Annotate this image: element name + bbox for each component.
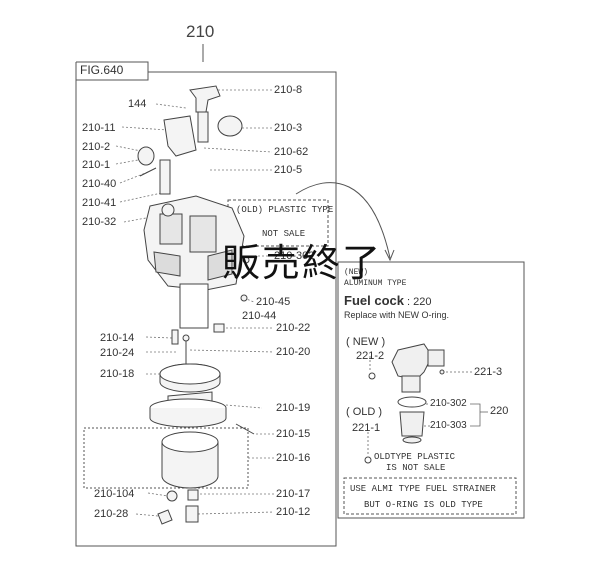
strainer-note-box: [343, 477, 517, 515]
strainer-note-2: BUT O-RING IS OLD TYPE: [364, 500, 483, 510]
label-221-3: 221-3: [474, 366, 503, 378]
fuel-cock-heading: Fuel cock : 220: [344, 293, 432, 308]
label-221-2: 221-2: [356, 350, 385, 362]
old-part-tag: ( OLD ): [346, 406, 383, 418]
label-210-20: 210-20: [276, 346, 311, 358]
aluminum-type-text: ALUMINUM TYPE: [344, 279, 407, 288]
label-210-5: 210-5: [274, 164, 303, 176]
label-210-22: 210-22: [276, 322, 311, 334]
throttle-lever: [189, 85, 221, 113]
label-210-11: 210-11: [82, 122, 116, 134]
label-210-3: 210-3: [274, 122, 303, 134]
label-210-44: 210-44: [242, 310, 277, 322]
label-210-2: 210-2: [82, 141, 111, 153]
label-210-104: 210-104: [94, 488, 135, 500]
figure-number: 210: [186, 22, 215, 41]
carburetor-drawing: [137, 85, 255, 525]
choke-lever: [163, 115, 197, 157]
fuel-cock-number: : 220: [407, 296, 432, 308]
label-210-17: 210-17: [276, 488, 311, 500]
discontinued-stamp: 販売終了: [222, 241, 383, 285]
old-plastic-type-text: (OLD) PLASTIC TYPE: [236, 205, 334, 215]
carb-throat: [179, 283, 209, 329]
label-210-18: 210-18: [100, 368, 135, 380]
label-210-15: 210-15: [276, 428, 311, 440]
figure-tab: [76, 61, 149, 81]
label-210-302: 210-302: [274, 250, 315, 262]
label-210-28: 210-28: [94, 508, 129, 520]
label-221-1: 221-1: [352, 422, 381, 434]
label-210-41: 210-41: [82, 197, 117, 209]
label-210-45: 210-45: [256, 296, 291, 308]
fuel-cock-label: Fuel cock: [344, 293, 404, 308]
float-bowl: [161, 442, 219, 489]
reference-arrow: [295, 182, 391, 259]
label-210-12: 210-12: [276, 506, 311, 518]
label-220: 220: [490, 405, 509, 417]
fuel-cock-drawing: [364, 343, 445, 464]
not-sale-text: NOT SALE: [262, 229, 306, 239]
label-210-16: 210-16: [276, 452, 311, 464]
old-type-box: [227, 199, 329, 247]
figure-frame: [75, 62, 337, 547]
label-210-8: 210-8: [274, 84, 303, 96]
label-210-19: 210-19: [276, 402, 311, 414]
new-tag: (NEW): [344, 268, 369, 277]
gasket-210-3: [217, 115, 243, 137]
new-part-tag: ( NEW ): [346, 336, 386, 348]
lower-enclosure: [83, 427, 249, 489]
label-210-24: 210-24: [100, 347, 135, 359]
label-210-32: 210-32: [82, 216, 117, 228]
strainer-note-1: USE ALMI TYPE FUEL STRAINER: [350, 484, 496, 494]
label-panel-210-302: 210-302: [430, 398, 467, 409]
washer-210-1: [137, 146, 155, 166]
figure-tab-label: FIG.640: [80, 63, 124, 77]
old-type-note-1: OLDTYPE PLASTIC: [374, 452, 456, 462]
new-type-panel: [337, 261, 525, 519]
label-144: 144: [128, 98, 147, 110]
label-210-62: 210-62: [274, 146, 309, 158]
old-type-note-2: IS NOT SALE: [386, 463, 446, 473]
label-210-1: 210-1: [82, 159, 111, 171]
label-210-40: 210-40: [82, 178, 117, 190]
replace-note: Replace with NEW O-ring.: [344, 310, 450, 320]
label-panel-210-303: 210-303: [430, 420, 467, 431]
label-210-14: 210-14: [100, 332, 135, 344]
